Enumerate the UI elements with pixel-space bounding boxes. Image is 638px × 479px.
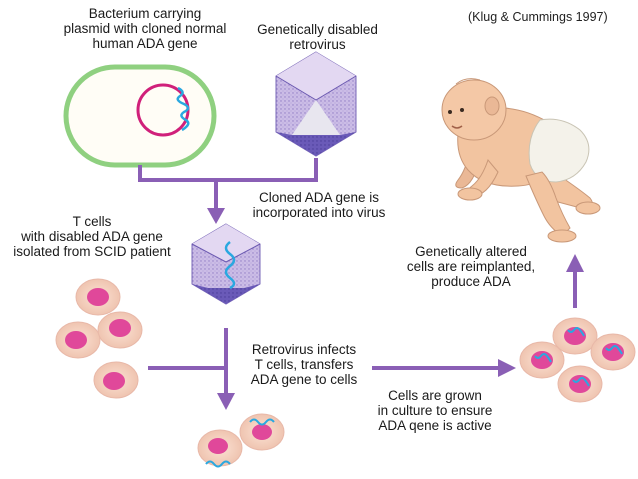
bacterium-shape xyxy=(63,64,217,168)
arrow-up xyxy=(566,254,584,272)
label-bacterium-line: Bacterium carrying xyxy=(88,6,202,21)
baby-illustration xyxy=(441,78,601,243)
arrow-down-1 xyxy=(207,208,225,224)
label-t-cells-line: isolated from SCID patient xyxy=(13,244,171,259)
cultured-cells xyxy=(519,317,636,403)
label-t-cells-line: with disabled ADA gene xyxy=(21,229,163,244)
label-infects-line: Retrovirus infects xyxy=(251,342,357,357)
label-grown-line: Cells are grown xyxy=(388,388,482,403)
label-t-cells: T cells with disabled ADA gene isolated … xyxy=(2,214,182,259)
infection-arrow xyxy=(148,328,228,395)
label-t-cells-line: T cells xyxy=(72,214,112,229)
arrow-down-2 xyxy=(217,393,235,410)
label-bacterium-line: plasmid with cloned normal xyxy=(63,21,227,36)
label-retrovirus-line: retrovirus xyxy=(289,37,346,52)
citation-text: (Klug & Cummings 1997) xyxy=(468,10,608,24)
label-grown-line: ADA qene is active xyxy=(378,418,492,433)
ada-gene-insert xyxy=(176,86,190,132)
label-bacterium: Bacterium carrying plasmid with cloned n… xyxy=(60,6,230,51)
label-retrovirus: Genetically disabled retrovirus xyxy=(250,22,385,52)
retrovirus-top xyxy=(275,51,357,157)
label-cloned-gene-line: incorporated into virus xyxy=(252,205,386,220)
label-grown-line: in culture to ensure xyxy=(377,403,493,418)
label-cloned-gene: Cloned ADA gene is incorporated into vir… xyxy=(234,190,404,220)
label-reimplanted-line: cells are reimplanted, xyxy=(406,259,536,274)
label-infects-line: ADA gene to cells xyxy=(250,372,358,387)
label-reimplanted-line: produce ADA xyxy=(431,274,511,289)
label-bacterium-line: human ADA gene xyxy=(92,36,198,51)
label-reimplanted: Genetically altered cells are reimplante… xyxy=(392,244,550,289)
label-retrovirus-line: Genetically disabled xyxy=(257,22,378,37)
label-reimplanted-line: Genetically altered xyxy=(415,244,527,259)
label-infects: Retrovirus infects T cells, transfers AD… xyxy=(236,342,372,387)
label-infects-line: T cells, transfers xyxy=(254,357,354,372)
infected-t-cells xyxy=(197,413,285,468)
patient-t-cells xyxy=(55,278,143,399)
merge-bracket xyxy=(138,158,318,210)
label-grown: Cells are grown in culture to ensure ADA… xyxy=(362,388,508,433)
retrovirus-with-gene xyxy=(191,223,261,305)
arrow-right xyxy=(498,359,516,377)
label-cloned-gene-line: Cloned ADA gene is xyxy=(258,190,380,205)
